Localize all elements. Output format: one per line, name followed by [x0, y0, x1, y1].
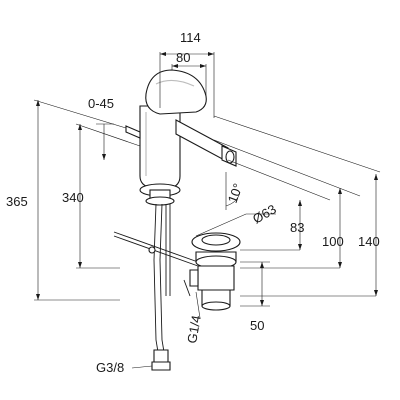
- dim-83: 83: [290, 220, 304, 235]
- dim-340: 340: [62, 190, 84, 205]
- waste-body: [197, 265, 235, 291]
- dim-g1-4: G1/4: [184, 314, 204, 344]
- dim-10-degrees: 10°: [225, 181, 246, 205]
- faucet-body: [125, 69, 237, 206]
- aerator: [225, 150, 235, 164]
- dim-50: 50: [250, 318, 264, 333]
- lever-handle: [145, 69, 207, 115]
- spout: [175, 119, 229, 163]
- supply-hoses: [151, 203, 171, 371]
- dim-140: 140: [358, 234, 380, 249]
- popup-rod: [125, 125, 141, 139]
- dim-114: 114: [180, 30, 201, 45]
- dim-80: 80: [176, 50, 190, 65]
- dim-diameter-63: Ø63: [250, 201, 279, 226]
- hose-fitting: [153, 349, 169, 363]
- popup-rod-linkage: [113, 231, 199, 297]
- dim-g3-8: G3/8: [96, 360, 124, 375]
- dim-100: 100: [322, 234, 344, 249]
- arrowheads: [36, 52, 378, 306]
- dim-0-45: 0-45: [88, 96, 114, 111]
- dim-365: 365: [6, 194, 28, 209]
- waste-set: [189, 232, 241, 311]
- dimension-lines: [33, 52, 381, 369]
- hose-left: [153, 203, 159, 353]
